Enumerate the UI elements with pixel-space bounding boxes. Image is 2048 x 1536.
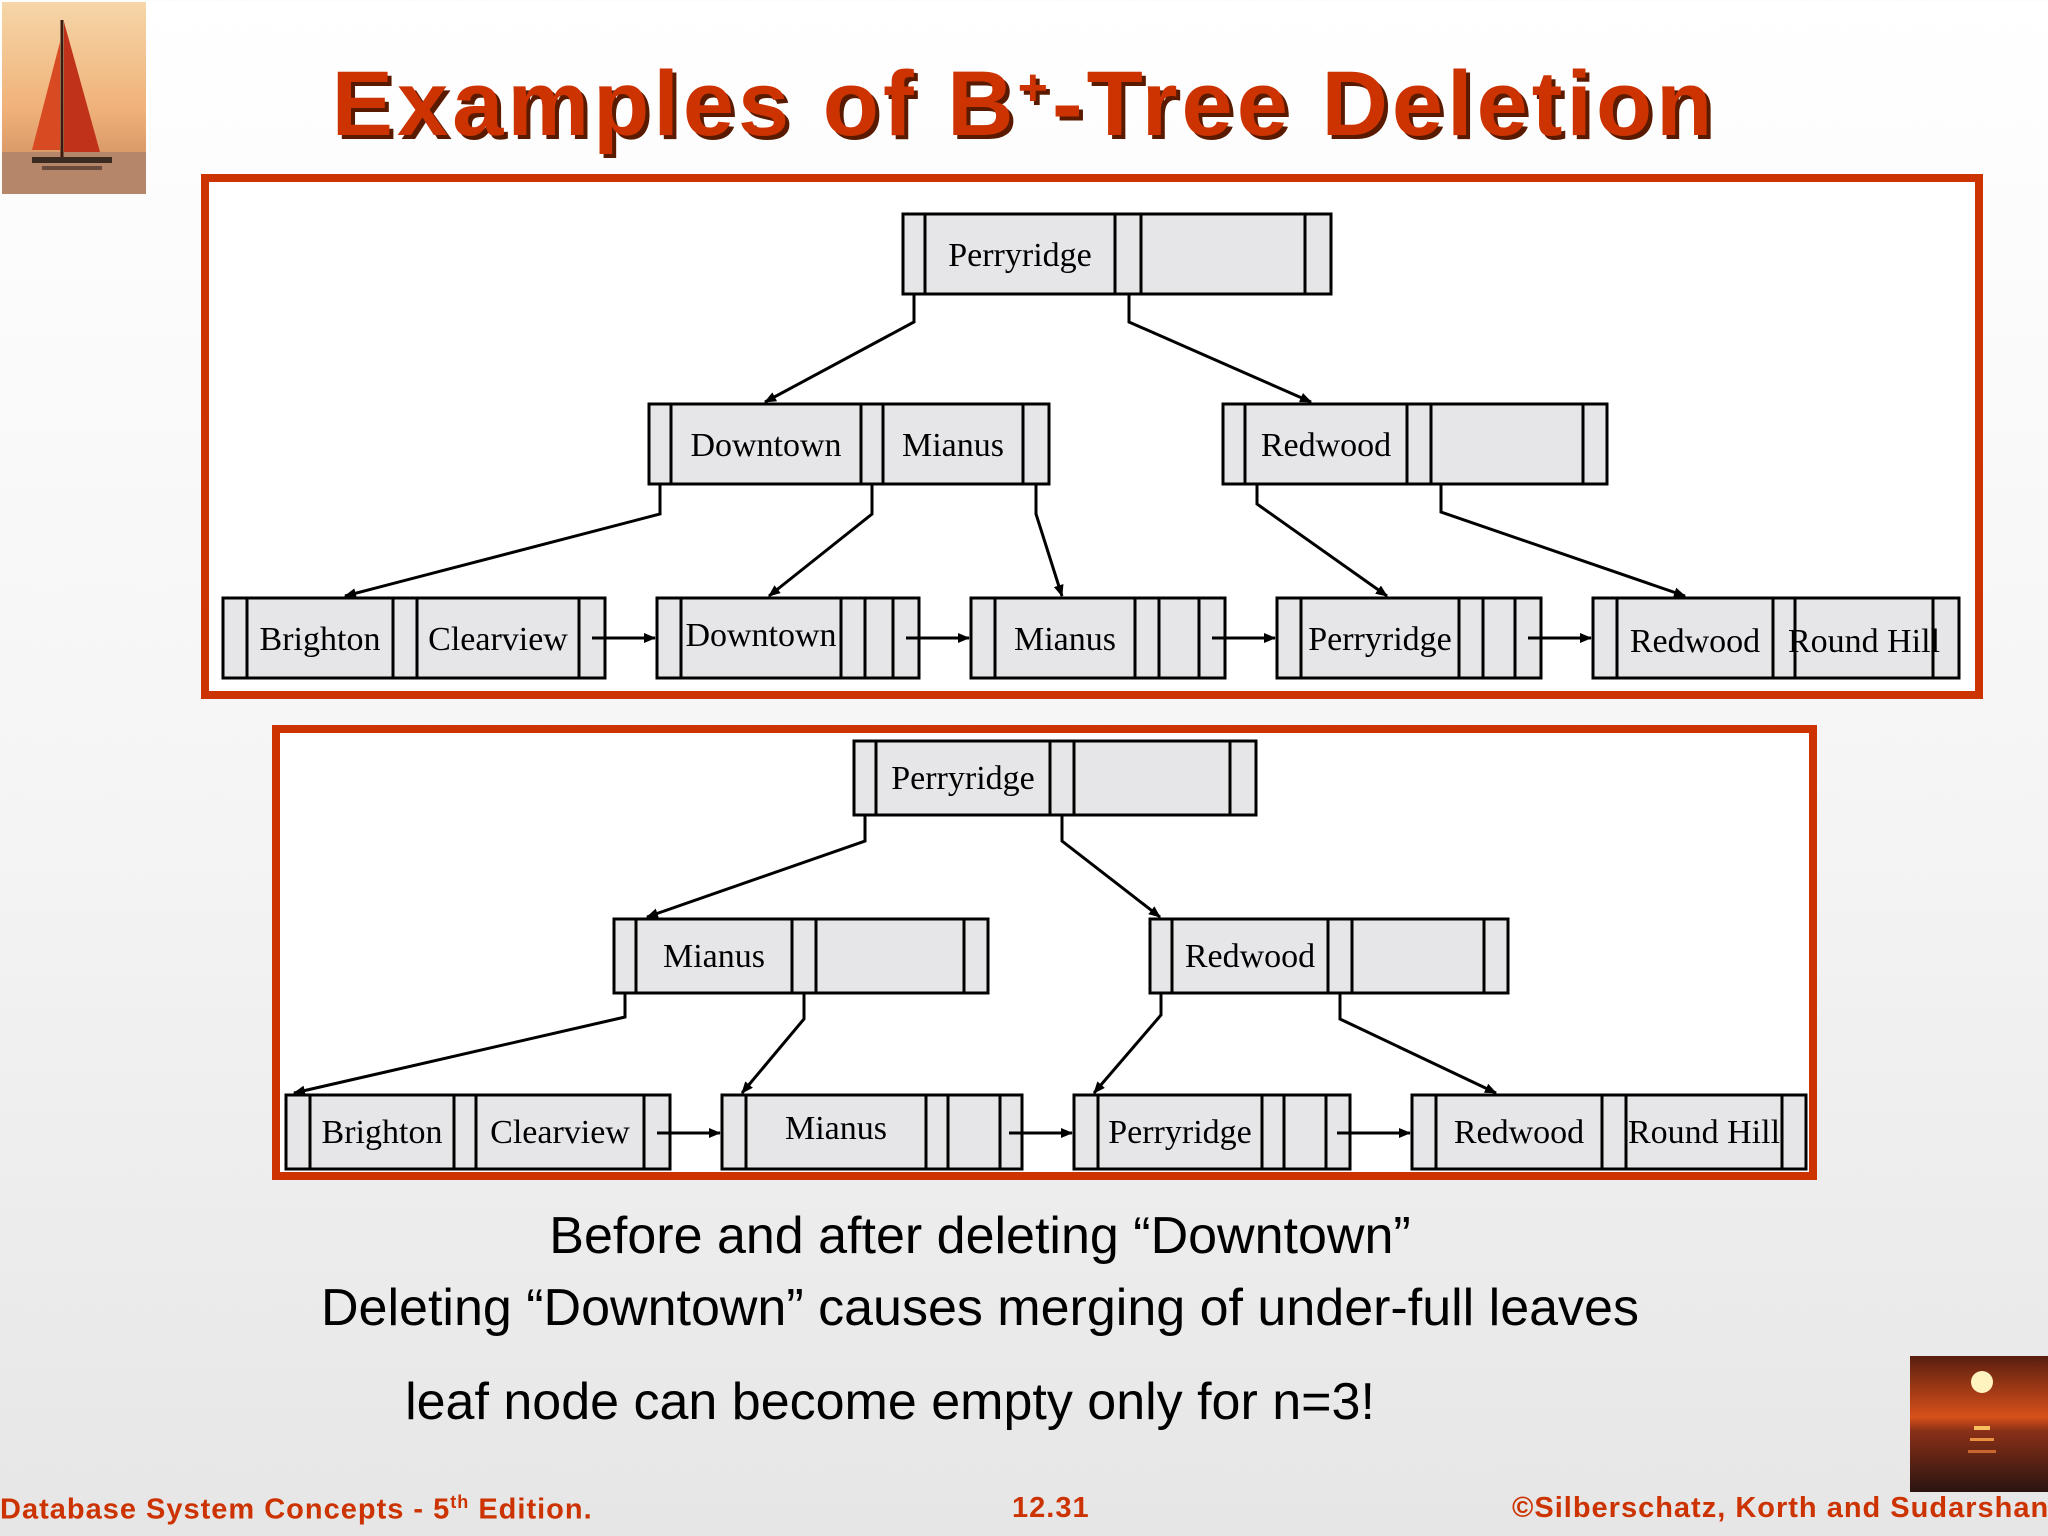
- internal-node-left: [612, 917, 990, 995]
- leaf-node-5: [1591, 596, 1961, 680]
- key-text: Brighton: [322, 1114, 443, 1151]
- sunset-icon: [1910, 1356, 2048, 1492]
- key-text: Mianus: [1014, 621, 1116, 658]
- key-text: Mianus: [785, 1110, 887, 1147]
- key-text: Redwood: [1630, 623, 1760, 660]
- caption-line-2: Deleting “Downtown” causes merging of un…: [321, 1279, 1639, 1337]
- internal-node-right: [1148, 917, 1510, 995]
- after-tree-panel: Perryridge Mianus Redwood Brighton Clear…: [272, 725, 1817, 1180]
- key-text: Brighton: [260, 621, 381, 658]
- key-text: Downtown: [690, 427, 841, 464]
- leaf-node-4: [1275, 596, 1543, 680]
- key-text: Round Hill: [1628, 1114, 1780, 1151]
- key-text: Mianus: [663, 938, 765, 975]
- key-text: Perryridge: [891, 760, 1035, 797]
- leaf-node-4: [1410, 1093, 1808, 1171]
- key-text: Redwood: [1454, 1114, 1584, 1151]
- sunset-logo: [1910, 1356, 2048, 1492]
- key-text: Mianus: [902, 427, 1004, 464]
- key-text: Round Hill: [1788, 623, 1940, 660]
- key-text: Perryridge: [1108, 1114, 1252, 1151]
- sailboat-icon: [2, 2, 146, 194]
- key-text: Downtown: [685, 617, 836, 654]
- before-tree-diagram: Perryridge Downtown Mianus Redwood Brigh…: [221, 212, 1961, 680]
- key-text: Redwood: [1261, 427, 1391, 464]
- leaf-node-1: [284, 1093, 672, 1171]
- caption-line-3: leaf node can become empty only for n=3!: [405, 1373, 1375, 1431]
- leaf-node-2: [655, 596, 921, 680]
- root-node: [901, 212, 1333, 296]
- key-text: Perryridge: [948, 237, 1092, 274]
- key-text: Clearview: [428, 621, 568, 658]
- footer-copyright: ©Silberschatz, Korth and Sudarshan: [1512, 1492, 2048, 1524]
- key-text: Clearview: [490, 1114, 630, 1151]
- key-text: Redwood: [1185, 938, 1315, 975]
- leaf-node-3: [1072, 1093, 1352, 1171]
- after-tree-diagram: Perryridge Mianus Redwood Brighton Clear…: [284, 739, 1808, 1171]
- footer-book-title: Database System Concepts - 5th Edition.: [0, 1492, 593, 1526]
- slide-title: Examples of B+-Tree Deletion: [331, 53, 1717, 155]
- tree-pointers: [344, 294, 1686, 643]
- footer-page-number: 12.31: [1012, 1492, 1090, 1524]
- tree-pointers: [293, 815, 1497, 1138]
- internal-node-right: [1221, 402, 1609, 486]
- before-tree-panel: Perryridge Downtown Mianus Redwood Brigh…: [201, 174, 1983, 699]
- root-node: [852, 739, 1258, 817]
- caption-line-1: Before and after deleting “Downtown”: [549, 1207, 1411, 1265]
- leaf-node-2: [720, 1093, 1024, 1171]
- leaf-node-3: [969, 596, 1227, 680]
- sailboat-logo: [2, 2, 146, 194]
- key-text: Perryridge: [1308, 621, 1452, 658]
- internal-node-left: [647, 402, 1051, 486]
